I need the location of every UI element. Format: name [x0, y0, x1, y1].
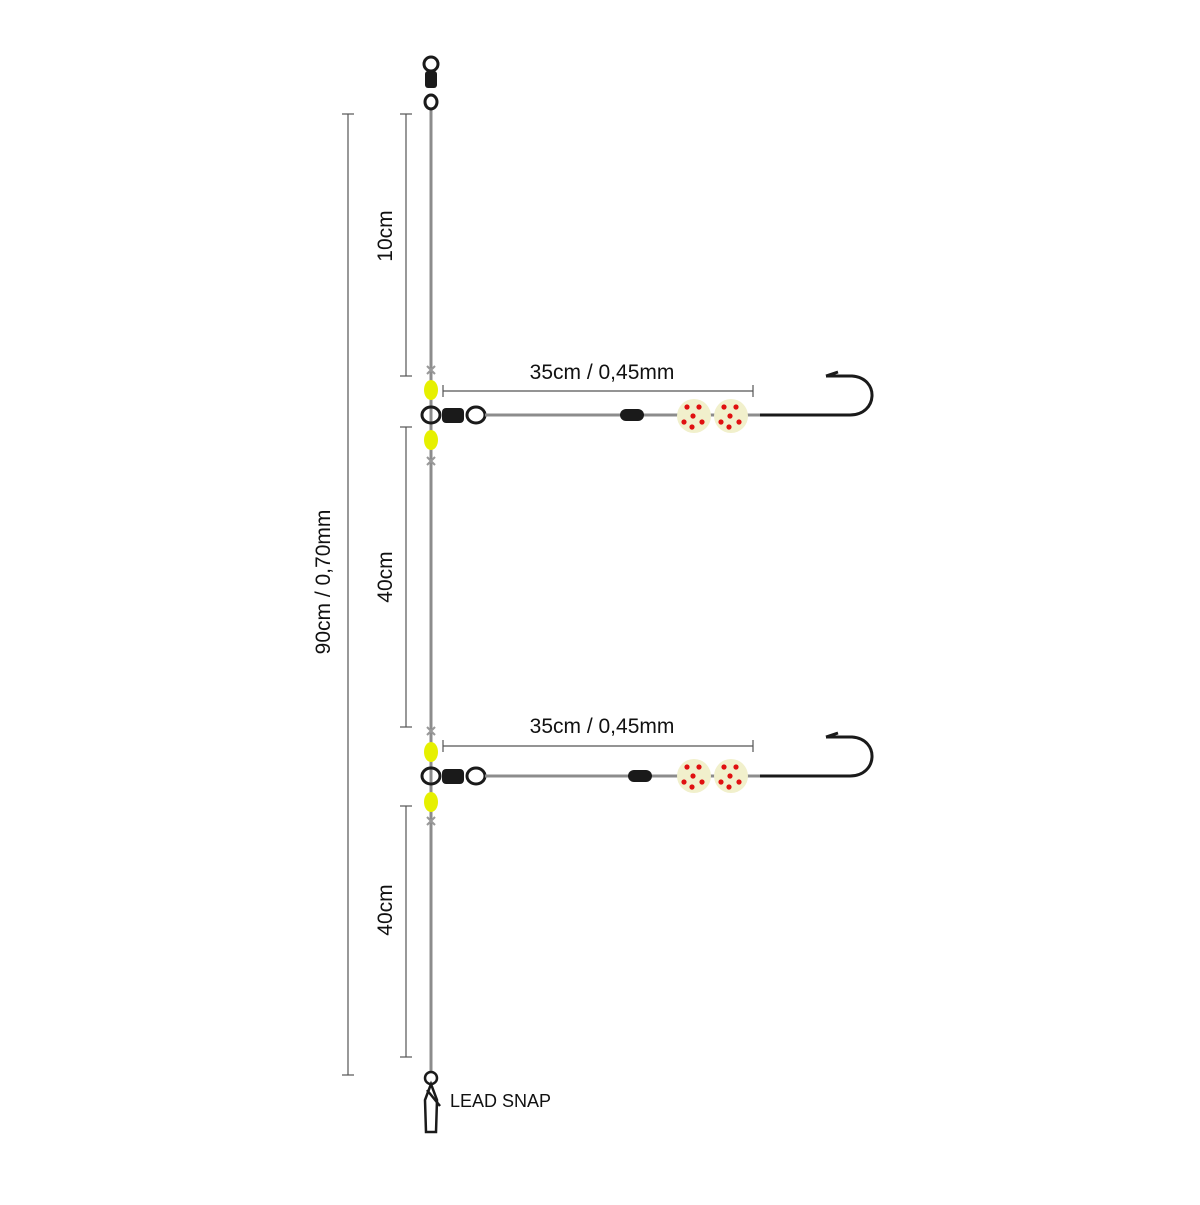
lead-snap-label: LEAD SNAP: [450, 1091, 551, 1111]
snood-label: 35cm / 0,45mm: [530, 715, 675, 738]
snood-dimension: [442, 385, 754, 397]
segment-bottom-dimension: [400, 805, 412, 1058]
lure-bead-icon: [714, 759, 748, 793]
segment-middle-dimension: [400, 426, 412, 728]
bead-icon: [424, 742, 438, 762]
swivel-icon: [420, 766, 487, 786]
segment-middle-label: 40cm: [374, 551, 397, 602]
hook-icon: [760, 731, 874, 778]
bead-icon: [424, 430, 438, 450]
lure-bead-icon: [677, 759, 711, 793]
total-length-label: 90cm / 0,70mm: [312, 510, 335, 655]
lure-bead-icon: [677, 399, 711, 433]
crimp-icon: [620, 409, 644, 421]
snood-dimension: [442, 740, 754, 752]
total-dimension: [342, 113, 354, 1076]
stop-knot-icon: [426, 726, 436, 826]
bead-icon: [424, 380, 438, 400]
stop-knot-icon: [426, 365, 436, 466]
segment-top-label: 10cm: [374, 210, 397, 261]
bead-icon: [424, 792, 438, 812]
top-swivel-icon: [422, 55, 440, 111]
snood-1: 35cm / 0,45mm: [420, 361, 874, 466]
lead-snap-icon: [423, 1070, 441, 1134]
snood-label: 35cm / 0,45mm: [530, 361, 675, 384]
crimp-icon: [628, 770, 652, 782]
segment-top-dimension: [400, 113, 412, 377]
hook-icon: [760, 370, 874, 417]
segment-bottom-label: 40cm: [374, 884, 397, 935]
snood-2: 35cm / 0,45mm: [420, 715, 874, 826]
lure-bead-icon: [714, 399, 748, 433]
